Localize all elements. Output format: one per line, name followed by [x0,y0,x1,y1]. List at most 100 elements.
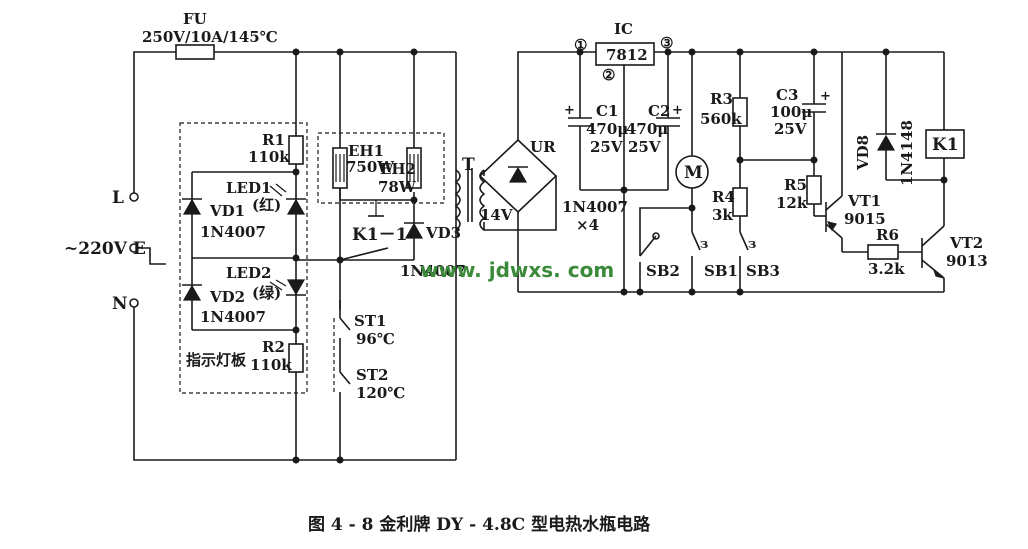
fuse-rating: 250V/10A/145℃ [142,28,278,46]
r1-value: 110k [248,148,290,166]
c2-value: 470μ [626,120,668,138]
transformer-secondary: 14V [480,206,513,224]
c1-value: 470μ [586,120,628,138]
c1-name: C1 [596,102,618,120]
st2-name: ST2 [356,366,388,384]
r5-resistor: R5 12k [776,160,822,216]
r4-value: 3k [712,206,733,224]
eh2-name: EH2 [380,160,416,178]
relay-coil: K1 [925,52,965,226]
heaters: EH1 750W EH2 78W [317,132,445,204]
regulator-pin1: ① [574,36,587,54]
vd2-name: VD2 [209,288,245,306]
c2-capacitor: + C2 470μ 25V [580,52,683,292]
svg-text:+: + [672,103,683,118]
eh2-power: 78W [378,178,417,196]
eh1-power: 750W [346,158,395,176]
transformer: T 14V [454,155,513,231]
indicator-board-label: 指示灯板 [186,351,247,369]
vd8-name: VD8 [854,135,872,171]
regulator-name: IC [614,20,633,38]
r2-name: R2 [262,338,285,356]
relay-contact: K1－1 [296,200,414,261]
r6-value: 3.2k [868,260,905,278]
c1-voltage: 25V [590,138,623,156]
c3-voltage: 25V [774,120,807,138]
vd3: VD3 1N4007 [400,222,466,280]
st1-temp: 96℃ [356,330,395,348]
r3-name: R3 [710,90,733,108]
led1-color: (红) [252,196,281,214]
vd1-part: 1N4007 [200,223,266,241]
relay-contact-label: K1－1 [352,225,407,245]
watermark: www. jdwxs. com [420,258,614,282]
terminal-line-label: L [112,188,124,208]
bridge-note: 1N4007 [562,198,628,216]
sb2-label: SB2 [646,262,680,280]
r4-resistor: R4 3k [712,187,748,232]
vd2-part: 1N4007 [200,308,266,326]
led1-name: LED1 [226,179,271,197]
c2-voltage: 25V [628,138,661,156]
regulator-pin3: ③ [660,34,673,52]
sb3-label: SB3 [746,262,780,280]
bridge-rectifier: UR 1N4007 ×4 [478,51,628,292]
r6-name: R6 [876,226,899,244]
c3-capacitor: + C3 100μ 25V [740,52,831,161]
svg-text:+: + [564,103,575,118]
sb1-label: SB1 [704,262,738,280]
r2-value: 110k [250,356,292,374]
bridge-count: ×4 [576,216,599,234]
vd1-diode [182,198,202,215]
motor: M [675,52,709,232]
figure-caption: 图 4 - 8 金利牌 DY - 4.8C 型电热水瓶电路 [308,514,651,535]
led2-name: LED2 [226,264,271,282]
bridge-name: UR [530,138,556,156]
svg-text:з: з [748,237,756,252]
vd3-name: VD3 [425,224,461,242]
regulator-pin2: ② [602,66,615,84]
svg-text:+: + [820,89,831,104]
vd1-name: VD1 [209,202,245,220]
vt1-name: VT1 [847,192,881,210]
vt2-transistor: VT2 9013 [921,225,988,292]
vd3-part: 1N4007 [400,262,466,280]
thermostats: ST1 96℃ ST2 120℃ [333,300,405,460]
indicator-board: R1 110k VD1 1N4007 LED1 (红) VD2 1N4007 L… [179,122,308,394]
svg-text:з: з [700,237,708,252]
regulator: 7812 IC ① ② ③ [574,20,944,190]
terminal-earth-label: ~220V E [64,239,146,259]
r6-resistor: R6 3.2k [842,226,922,278]
led1-diode [286,198,306,215]
fuse: FU 250V/10A/145℃ [142,10,278,60]
vt2-name: VT2 [949,234,983,252]
st1-name: ST1 [354,312,386,330]
vd2-diode [182,284,202,301]
st2-temp: 120℃ [356,384,405,402]
c2-name: C2 [648,102,670,120]
vt2-part: 9013 [946,252,988,270]
c3-value: 100μ [770,103,812,121]
r1-resistor [288,135,304,165]
led2-color: (绿) [252,284,281,302]
r3-value: 560k [700,110,742,128]
transformer-name: T [462,155,475,175]
r2-resistor [288,343,304,373]
relay-label: K1 [932,135,959,155]
fuse-name: FU [183,10,207,28]
r5-name: R5 [784,176,807,194]
regulator-box [595,42,655,66]
c3-name: C3 [776,86,798,104]
lv-junctions [576,48,948,296]
led2-diode [286,279,306,296]
switches: SB2 з SB1 з SB3 [639,207,780,292]
eh1-name: EH1 [348,142,384,160]
vt1-transistor: VT1 9015 [814,52,886,252]
regulator-part: 7812 [606,46,648,64]
motor-label: M [684,163,703,183]
vt1-part: 9015 [844,210,886,228]
r3-resistor: R3 560k [700,52,748,188]
r5-value: 12k [776,194,808,212]
mains-junctions [292,48,418,464]
